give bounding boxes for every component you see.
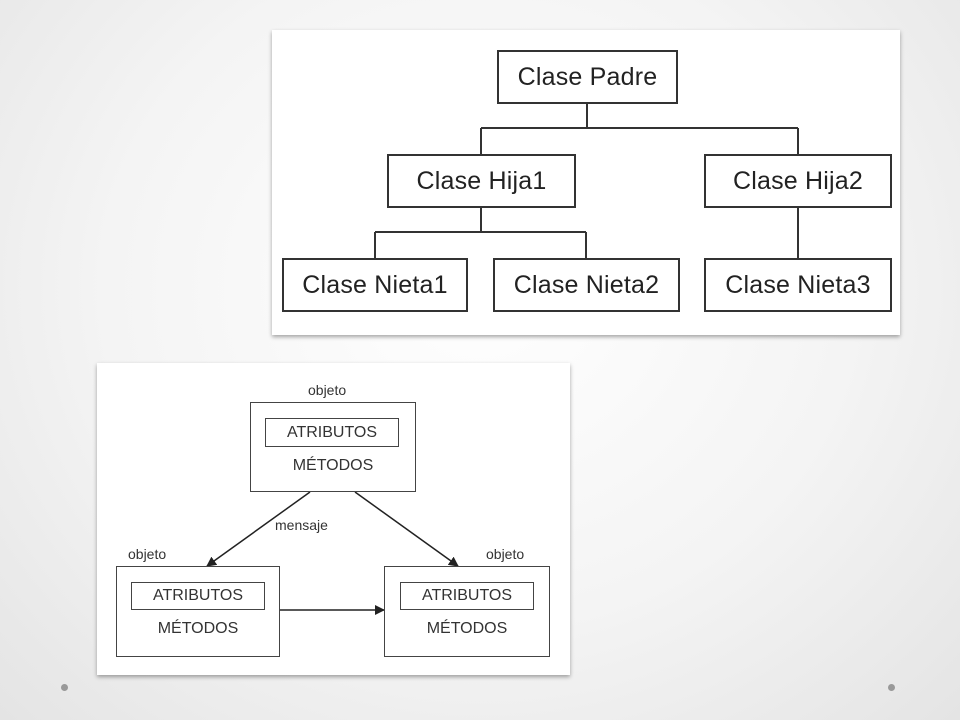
slide-bullet-left: [61, 684, 68, 691]
methods-label-top: MÉTODOS: [292, 457, 374, 474]
class-hierarchy-panel: Clase Padre Clase Hija1 Clase Hija2 Clas…: [272, 30, 900, 335]
object-box-top: [250, 402, 416, 492]
message-label: mensaje: [275, 517, 328, 533]
hierarchy-connectors: [374, 104, 799, 258]
object-messages-panel: objeto ATRIBUTOS MÉTODOS mensaje objeto …: [97, 363, 570, 675]
grandchild-class-2-box: Clase Nieta2: [493, 258, 680, 312]
object-label-top: objeto: [308, 382, 347, 398]
attributes-box-top: ATRIBUTOS: [265, 418, 399, 447]
object-label-left: objeto: [128, 546, 167, 562]
methods-label-right: MÉTODOS: [426, 620, 508, 637]
parent-class-box: Clase Padre: [497, 50, 678, 104]
attributes-box-right: ATRIBUTOS: [400, 582, 534, 610]
child-class-2-box: Clase Hija2: [704, 154, 892, 208]
object-box-left: [116, 566, 280, 657]
grandchild-class-3-box: Clase Nieta3: [704, 258, 892, 312]
object-box-right: [384, 566, 550, 657]
methods-label-left: MÉTODOS: [157, 620, 239, 637]
object-label-right: objeto: [486, 546, 525, 562]
child-class-1-box: Clase Hija1: [387, 154, 576, 208]
slide-bullet-right: [888, 684, 895, 691]
grandchild-class-1-box: Clase Nieta1: [282, 258, 468, 312]
attributes-box-left: ATRIBUTOS: [131, 582, 265, 610]
message-arrows: [206, 491, 459, 615]
